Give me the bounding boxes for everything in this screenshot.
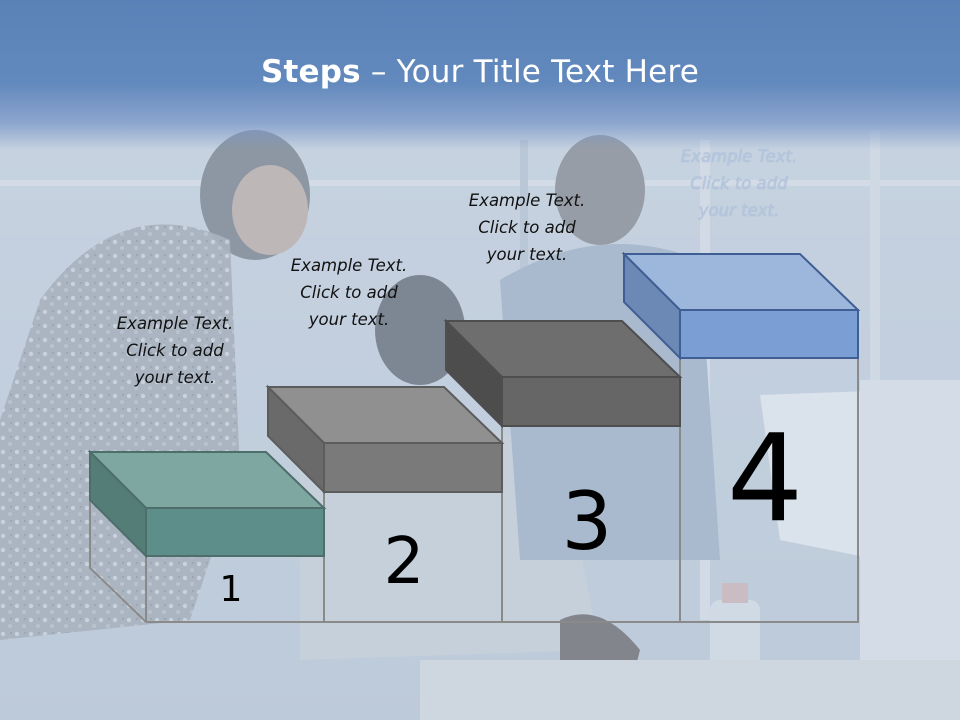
step-3-front bbox=[501, 376, 681, 427]
step-1-number: 1 bbox=[219, 569, 243, 610]
step-4-number: 4 bbox=[726, 410, 804, 549]
step-3-block[interactable] bbox=[443, 318, 683, 429]
step-2-text[interactable]: Example Text. Click to add your text. bbox=[264, 252, 434, 333]
title-band bbox=[0, 0, 960, 150]
step-1-block[interactable] bbox=[87, 449, 327, 559]
step-1-text-line-2: Click to add bbox=[126, 341, 224, 360]
step-4-front bbox=[679, 309, 859, 359]
step-4-text[interactable]: Example Text. Click to add your text. bbox=[654, 143, 824, 224]
slide-title[interactable]: Steps – Your Title Text Here bbox=[0, 54, 960, 90]
title-rest: – Your Title Text Here bbox=[360, 54, 699, 90]
step-2-front bbox=[323, 442, 503, 493]
step-1-text[interactable]: Example Text. Click to add your text. bbox=[90, 310, 260, 391]
step-3-number: 3 bbox=[561, 475, 613, 568]
step-2-text-line-2: Click to add bbox=[300, 283, 398, 302]
step-4-text-line-1: Example Text. bbox=[680, 147, 798, 166]
step-3-text[interactable]: Example Text. Click to add your text. bbox=[442, 187, 612, 268]
step-3-text-line-3: your text. bbox=[486, 245, 568, 264]
step-2-text-line-3: your text. bbox=[308, 310, 390, 329]
step-2-number: 2 bbox=[383, 525, 425, 599]
step-2-text-line-1: Example Text. bbox=[290, 256, 408, 275]
step-3-text-line-2: Click to add bbox=[478, 218, 576, 237]
step-4-block[interactable] bbox=[621, 251, 861, 361]
step-4-text-line-2: Click to add bbox=[690, 174, 788, 193]
title-bold: Steps bbox=[260, 54, 361, 90]
step-1-front bbox=[145, 507, 325, 557]
step-4-text-line-3: your text. bbox=[698, 201, 780, 220]
step-3-text-line-1: Example Text. bbox=[468, 191, 586, 210]
step-1-text-line-1: Example Text. bbox=[116, 314, 234, 333]
step-2-block[interactable] bbox=[265, 384, 505, 495]
step-1-text-line-3: your text. bbox=[134, 368, 216, 387]
